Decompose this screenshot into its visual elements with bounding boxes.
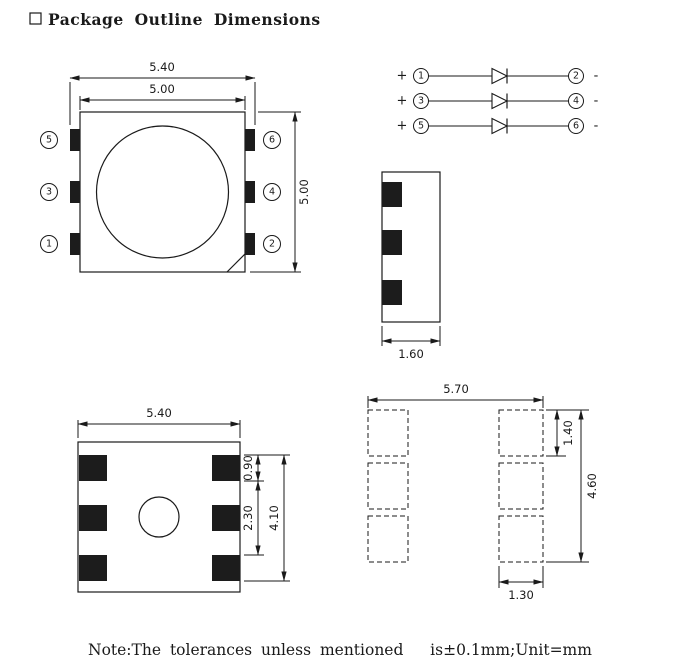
solder-pad: [498, 515, 544, 563]
svg-text:2: 2: [269, 239, 275, 250]
dim-thickness: 1.60: [381, 326, 441, 361]
tolerance-note: Note:The tolerances unless mentioned is±…: [88, 641, 592, 659]
minus-sign: -: [594, 119, 599, 134]
dim-label: 4.10: [267, 505, 281, 531]
dim-pads-span: 4.10: [267, 454, 287, 582]
pin-pad: [70, 129, 80, 151]
svg-text:3: 3: [46, 187, 52, 198]
bottom-pad: [79, 555, 107, 581]
pin-pad: [245, 181, 255, 203]
pin-pad: [70, 233, 80, 255]
cathode-number: 6: [573, 121, 579, 132]
bottom-pad: [212, 555, 240, 581]
side-pad: [382, 230, 402, 255]
dim-label: 1.40: [561, 420, 575, 446]
diode-icon: [491, 117, 509, 135]
section-header: Package Outline Dimensions: [29, 10, 321, 29]
circuit-row-2: + 3 4 -: [397, 92, 599, 110]
plus-sign: +: [397, 119, 408, 134]
top-view: 5.40 5.00 5 3 1: [40, 60, 311, 273]
pin-number-1: 1: [40, 235, 58, 253]
diode-icon: [491, 92, 509, 110]
svg-text:6: 6: [269, 135, 275, 146]
svg-text:4: 4: [269, 187, 275, 198]
package-body: [79, 111, 246, 273]
svg-text:1: 1: [46, 239, 52, 250]
page-title: Package Outline Dimensions: [48, 10, 321, 29]
side-pad: [382, 280, 402, 305]
dim-width: 5.70: [367, 382, 544, 408]
bottom-pad: [212, 505, 240, 531]
solder-pad: [367, 462, 409, 510]
solder-pad: [367, 409, 409, 457]
dim-label: 1.60: [398, 347, 424, 361]
solder-pad: [498, 409, 544, 457]
pin-number-4: 4: [263, 183, 281, 201]
circuit-row-3: + 5 6 -: [397, 117, 599, 135]
svg-text:5: 5: [46, 135, 52, 146]
solder-pattern: 5.70 1.40 4.60 1.30: [367, 382, 599, 602]
pin-pad: [245, 233, 255, 255]
bottom-pad: [79, 505, 107, 531]
dim-overall-width: 5.40: [69, 60, 256, 125]
circuit-row-1: + 1 2 -: [397, 67, 599, 85]
dim-body-height: 5.00: [250, 111, 311, 273]
solder-pad: [498, 462, 544, 510]
minus-sign: -: [594, 94, 599, 109]
dim-label: 2.30: [241, 505, 255, 531]
dim-label: 4.60: [585, 473, 599, 499]
dim-pad-height: 1.40: [554, 409, 575, 457]
dim-label: 5.40: [149, 60, 175, 74]
dim-label: 5.00: [149, 82, 175, 96]
diode-icon: [491, 67, 509, 85]
dim-label: 5.70: [443, 382, 469, 396]
anode-number: 1: [418, 71, 424, 82]
plus-sign: +: [397, 94, 408, 109]
dim-width: 5.40: [77, 406, 241, 438]
solder-pad: [367, 515, 409, 563]
pin-pad: [245, 129, 255, 151]
section-marker-icon: [29, 12, 42, 25]
pin-number-5: 5: [40, 131, 58, 149]
pin-number-2: 2: [263, 235, 281, 253]
bottom-view: 5.40 0.90 2.30 4.10: [77, 406, 290, 593]
cathode-number: 4: [573, 96, 579, 107]
cathode-chamfer-mark: [226, 253, 246, 273]
dim-pad-height: 0.90: [241, 454, 261, 482]
dim-pad-gap: 2.30: [241, 480, 261, 556]
dim-body-width: 5.00: [79, 82, 246, 110]
dim-pad-width: 1.30: [498, 566, 544, 602]
anode-number: 3: [418, 96, 424, 107]
pin-number-3: 3: [40, 183, 58, 201]
pin-number-6: 6: [263, 131, 281, 149]
side-pad: [382, 182, 402, 207]
thermal-circle: [138, 496, 180, 538]
dim-label: 5.00: [297, 179, 311, 205]
lens-circle: [95, 125, 230, 259]
side-view: 1.60: [381, 171, 441, 361]
cathode-number: 2: [573, 71, 579, 82]
pin-pad: [70, 181, 80, 203]
circuit-diagram: + 1 2 - + 3 4 -: [397, 67, 599, 135]
bottom-pad: [212, 455, 240, 481]
plus-sign: +: [397, 69, 408, 84]
dim-label: 1.30: [508, 588, 534, 602]
anode-number: 5: [418, 121, 424, 132]
minus-sign: -: [594, 69, 599, 84]
dim-label: 5.40: [146, 406, 172, 420]
dim-label: 0.90: [241, 455, 255, 481]
dim-span: 4.60: [578, 409, 599, 563]
bottom-pad: [79, 455, 107, 481]
